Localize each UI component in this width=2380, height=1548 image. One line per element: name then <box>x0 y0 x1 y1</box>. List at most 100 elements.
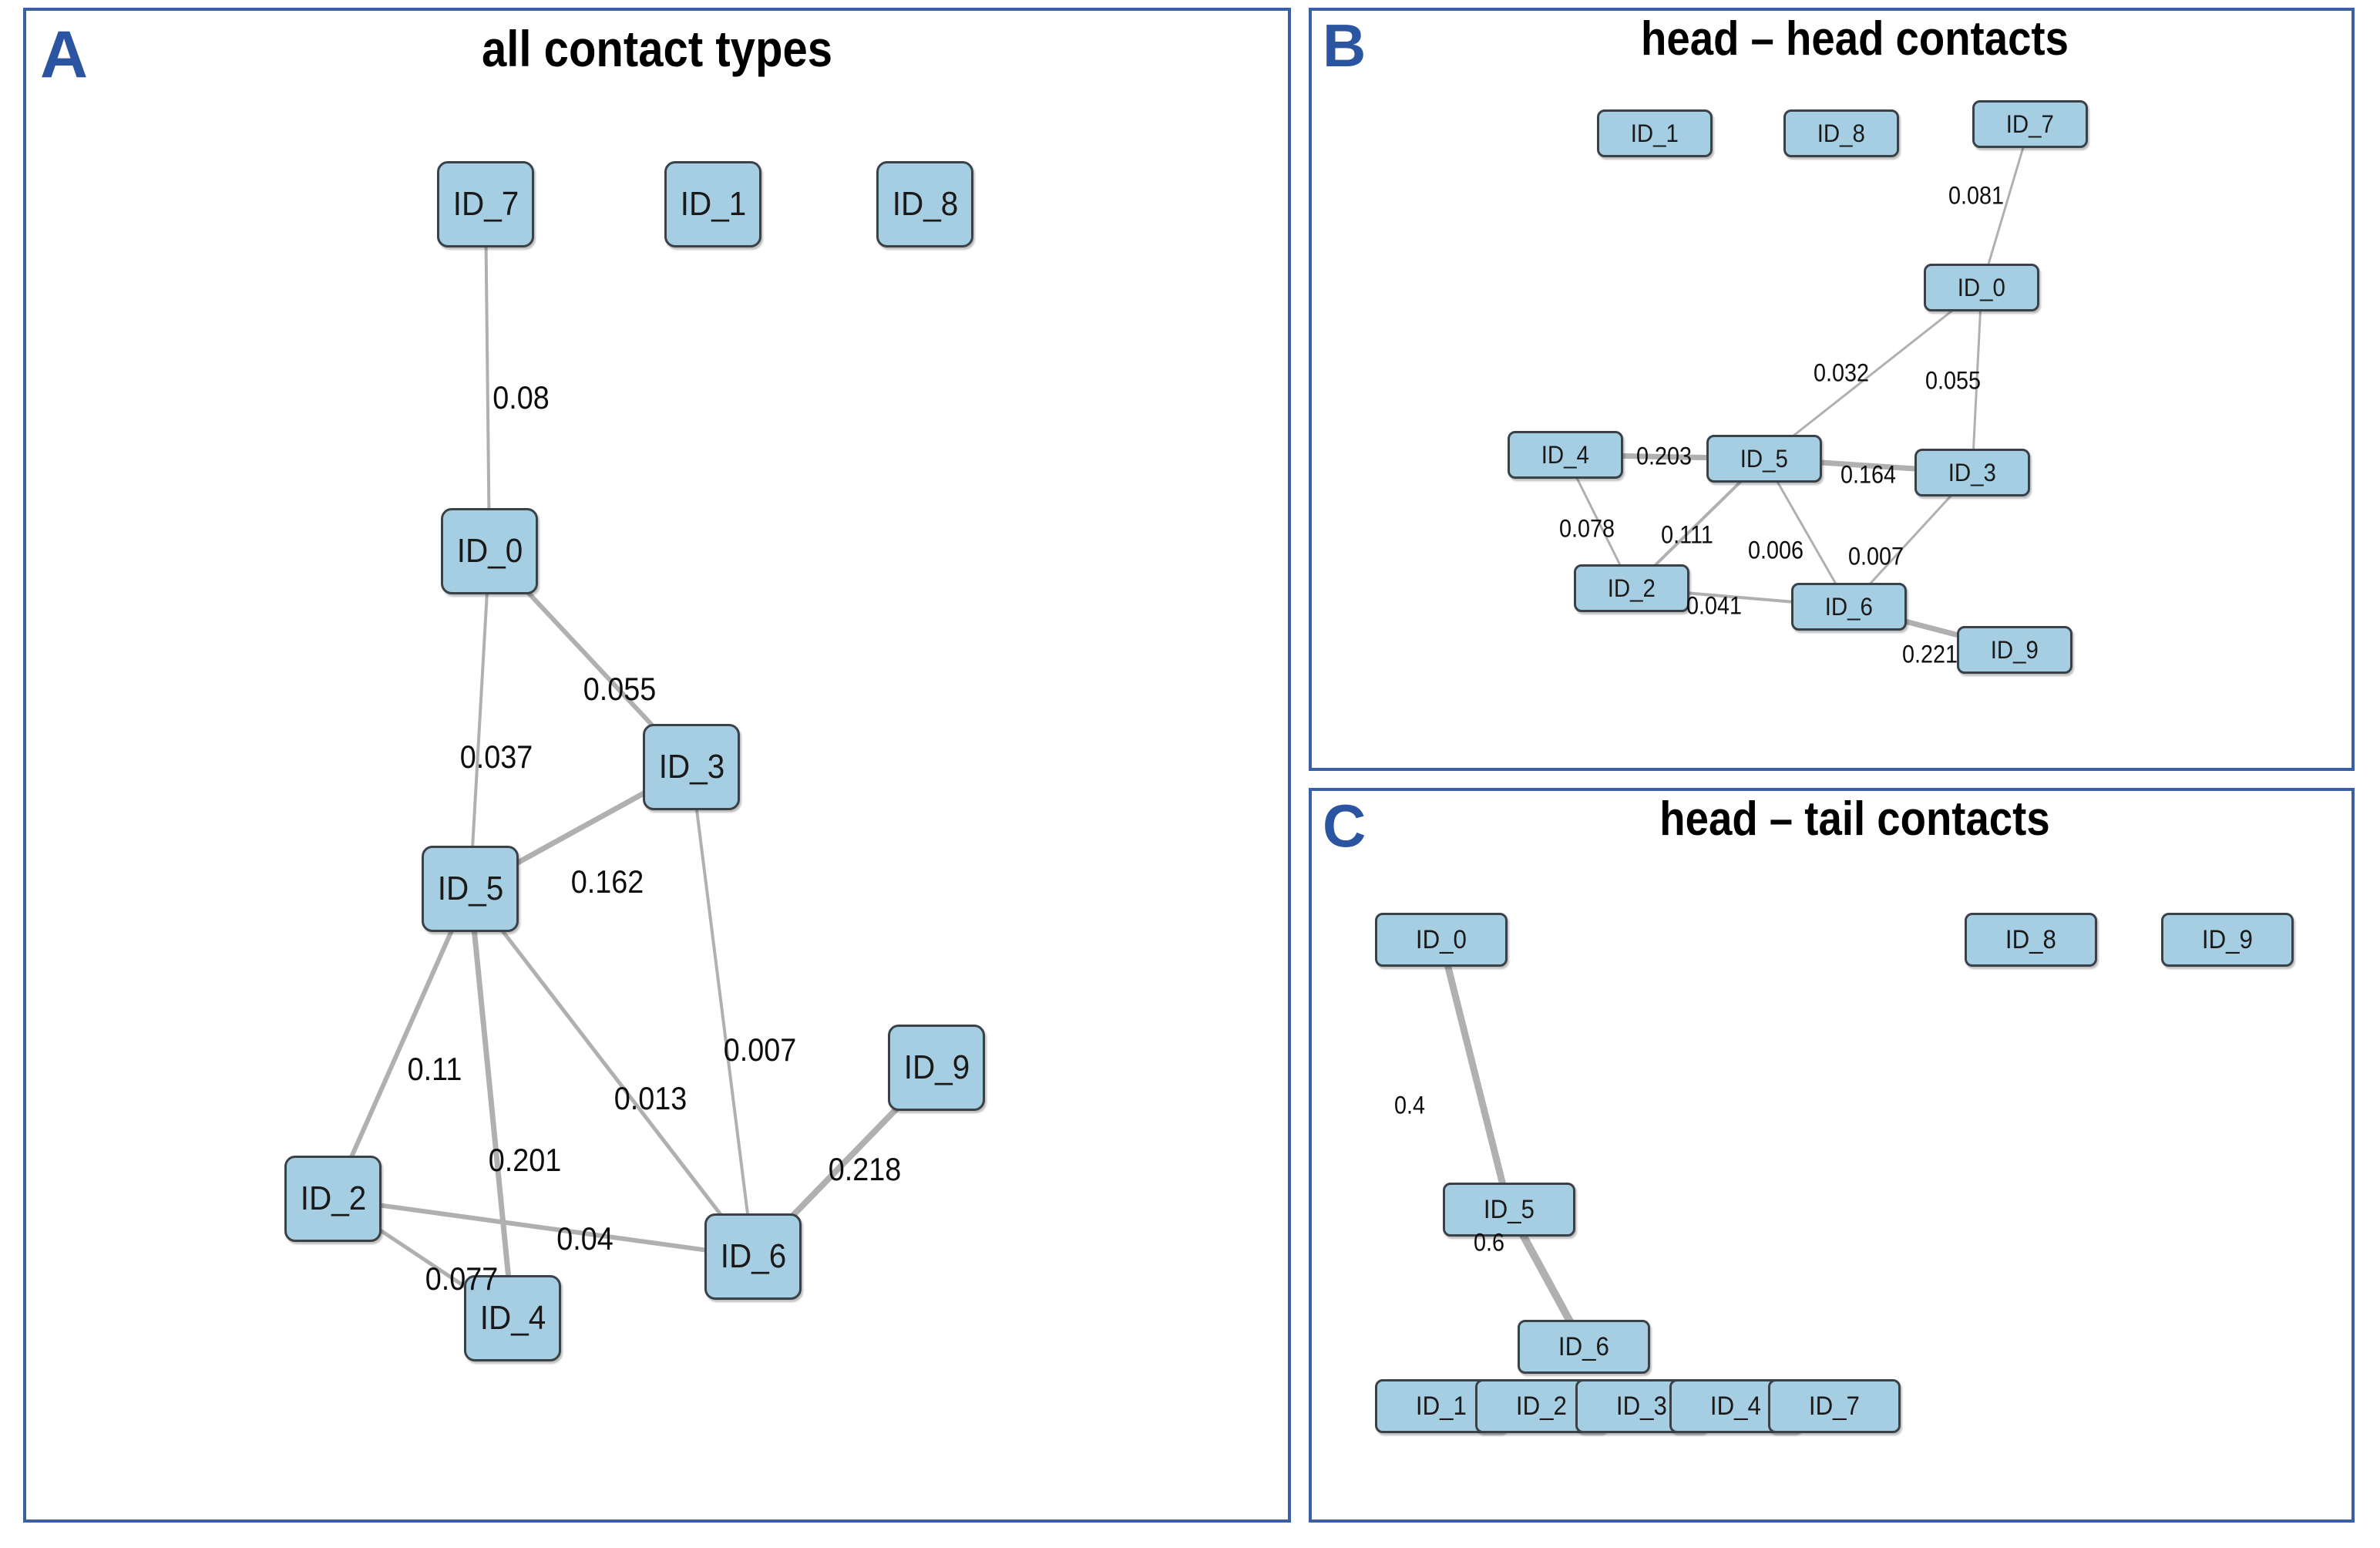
edge-weight-id_5-id_2: 0.111 <box>1661 520 1713 549</box>
node-id_7[interactable]: ID_7 <box>1768 1379 1901 1433</box>
edge-ID_0-ID_3 <box>1971 286 1983 474</box>
edge-weight-id_7-id_0: 0.081 <box>1948 181 2005 210</box>
node-id_9[interactable]: ID_9 <box>1957 626 2072 674</box>
node-label: ID_7 <box>2005 109 2055 138</box>
panel-a-title: all contact types <box>481 20 833 77</box>
node-id_4[interactable]: ID_4 <box>464 1275 561 1361</box>
node-id_5[interactable]: ID_5 <box>422 846 519 932</box>
edge-weight-id_0-id_3: 0.055 <box>1925 366 1982 395</box>
edge-weight-id_4-id_2: 0.078 <box>1558 514 1615 543</box>
edge-weight-id_2-id_6: 0.041 <box>1686 591 1743 620</box>
edge-weight-id_6-id_9: 0.221 <box>1901 640 1958 668</box>
node-label: ID_0 <box>1957 273 2006 301</box>
node-label: ID_0 <box>1415 924 1467 954</box>
edge-weight-id_7-id_0: 0.08 <box>492 379 550 416</box>
node-id_7[interactable]: ID_7 <box>437 161 534 247</box>
node-id_6[interactable]: ID_6 <box>1518 1320 1650 1374</box>
node-label: ID_6 <box>1558 1331 1610 1361</box>
node-id_8[interactable]: ID_8 <box>1965 913 2097 967</box>
node-id_0[interactable]: ID_0 <box>1924 264 2039 311</box>
node-label: ID_0 <box>456 532 523 570</box>
panel-b-letter: B <box>1323 12 1366 79</box>
edge-weight-id_5-id_6: 0.013 <box>613 1080 687 1116</box>
node-id_9[interactable]: ID_9 <box>888 1025 985 1111</box>
node-id_4[interactable]: ID_4 <box>1508 431 1623 479</box>
node-id_2[interactable]: ID_2 <box>1574 564 1689 612</box>
node-id_3[interactable]: ID_3 <box>643 724 740 810</box>
edge-weight-id_2-id_6: 0.04 <box>556 1220 613 1257</box>
node-label: ID_8 <box>1817 119 1866 147</box>
node-label: ID_3 <box>658 748 724 786</box>
node-label: ID_1 <box>1415 1391 1467 1421</box>
edge-ID_3-ID_6 <box>690 766 755 1258</box>
edge-weight-id_5-id_6: 0.006 <box>1747 536 1804 564</box>
edge-ID_5-ID_4 <box>467 886 516 1321</box>
node-label: ID_1 <box>680 185 746 223</box>
node-label: ID_5 <box>437 870 503 907</box>
node-id_9[interactable]: ID_9 <box>2161 913 2294 967</box>
node-id_0[interactable]: ID_0 <box>1375 913 1508 967</box>
node-label: ID_6 <box>1824 592 1874 621</box>
node-label: ID_4 <box>1541 440 1590 469</box>
edge-ID_5-ID_6 <box>468 887 755 1259</box>
edge-weight-id_2-id_4: 0.077 <box>425 1260 499 1297</box>
node-label: ID_8 <box>2005 924 2057 954</box>
node-id_6[interactable]: ID_6 <box>1791 583 1907 631</box>
edge-weight-id_3-id_6: 0.007 <box>1847 542 1904 570</box>
node-label: ID_1 <box>1630 119 1679 147</box>
node-label: ID_2 <box>300 1180 366 1217</box>
panel-a-letter: A <box>40 18 88 92</box>
edge-weight-id_0-id_3: 0.055 <box>583 671 657 707</box>
node-id_8[interactable]: ID_8 <box>1783 109 1899 157</box>
node-label: ID_9 <box>2201 924 2254 954</box>
edge-weight-id_5-id_2: 0.11 <box>407 1051 462 1087</box>
node-label: ID_2 <box>1607 574 1656 602</box>
edge-weight-id_6-id_9: 0.218 <box>828 1151 902 1187</box>
panel-c-title: head – tail contacts <box>1659 793 2050 846</box>
panel-b-title: head – head contacts <box>1641 12 2069 66</box>
node-id_2[interactable]: ID_2 <box>284 1156 382 1242</box>
node-id_1[interactable]: ID_1 <box>664 161 761 247</box>
edge-weight-id_3-id_5: 0.162 <box>570 863 644 900</box>
edge-ID_0-ID_5 <box>1763 286 1983 460</box>
node-label: ID_5 <box>1483 1194 1535 1224</box>
edge-ID_7-ID_0 <box>484 203 491 553</box>
node-label: ID_3 <box>1948 458 1997 486</box>
node-label: ID_7 <box>452 185 519 223</box>
edge-ID_2-ID_6 <box>331 1196 755 1259</box>
panel-c-letter: C <box>1323 792 1366 860</box>
edge-weight-id_3-id_6: 0.007 <box>723 1031 797 1068</box>
node-id_1[interactable]: ID_1 <box>1597 109 1713 157</box>
node-label: ID_8 <box>892 185 958 223</box>
edge-weight-id_5-id_4: 0.201 <box>488 1142 562 1178</box>
node-label: ID_7 <box>1808 1391 1861 1421</box>
edge-ID_0-ID_5 <box>1437 936 1513 1213</box>
node-label: ID_6 <box>720 1237 786 1275</box>
node-id_5[interactable]: ID_5 <box>1706 435 1822 483</box>
edge-weight-id_0-id_5: 0.032 <box>1813 358 1870 387</box>
node-label: ID_3 <box>1615 1391 1668 1421</box>
node-label: ID_2 <box>1515 1391 1568 1421</box>
node-id_0[interactable]: ID_0 <box>441 508 538 594</box>
edge-weight-id_4-id_5: 0.203 <box>1635 442 1693 470</box>
node-label: ID_4 <box>479 1299 546 1337</box>
node-label: ID_9 <box>903 1048 970 1086</box>
node-id_6[interactable]: ID_6 <box>704 1213 802 1300</box>
edge-weight-id_5-id_3: 0.164 <box>1840 460 1897 489</box>
node-id_3[interactable]: ID_3 <box>1914 449 2030 496</box>
node-id_8[interactable]: ID_8 <box>876 161 973 247</box>
node-id_5[interactable]: ID_5 <box>1443 1183 1575 1237</box>
node-label: ID_4 <box>1709 1391 1762 1421</box>
node-id_7[interactable]: ID_7 <box>1972 100 2088 148</box>
edge-weight-id_0-id_5: 0.037 <box>459 739 533 775</box>
node-label: ID_5 <box>1740 444 1789 473</box>
edge-ID_5-ID_6 <box>1763 457 1851 608</box>
edge-weight-id_0-id_5: 0.4 <box>1393 1091 1426 1119</box>
edge-ID_0-ID_5 <box>469 550 491 890</box>
edge-weight-id_5-id_6: 0.6 <box>1473 1228 1505 1257</box>
